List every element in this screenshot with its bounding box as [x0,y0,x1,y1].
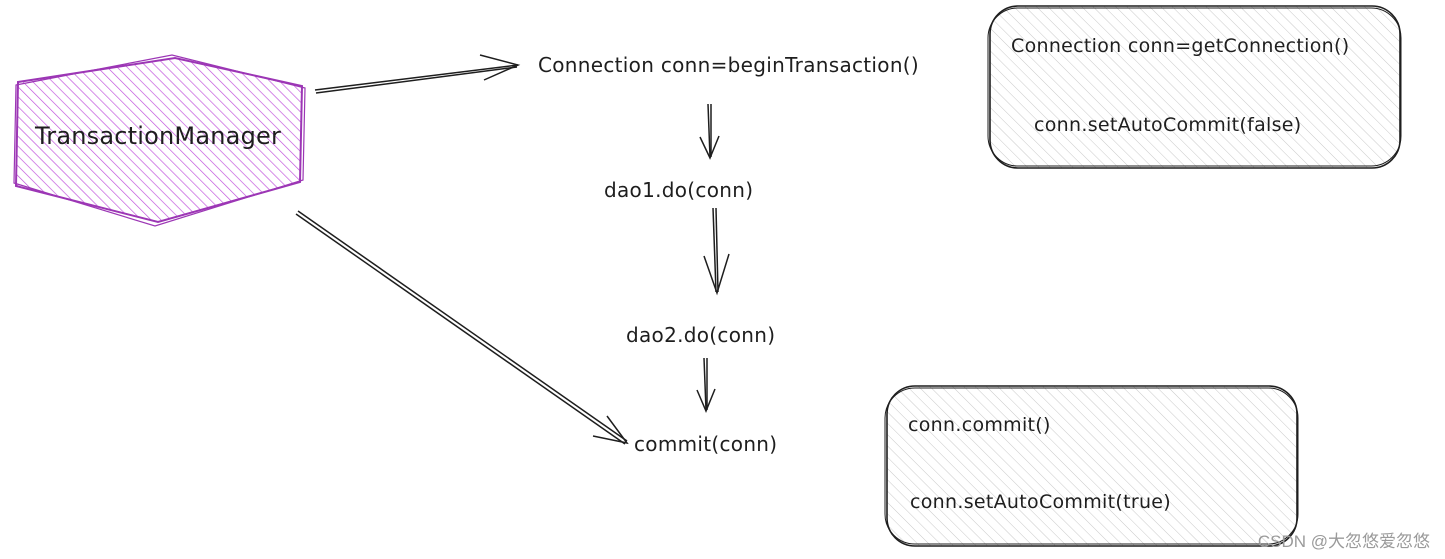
dao1-node: dao1.do(conn) [604,178,753,202]
begin-transaction-node: Connection conn=beginTransaction() [538,53,919,77]
begin-details-box-shape [989,5,1401,169]
commit-node: commit(conn) [634,432,777,456]
transaction-manager-node: TransactionManager [13,54,306,227]
arrow-manager-to-commit [295,210,629,445]
conn-commit-text: conn.commit() [908,414,1051,436]
arrow-begin-to-dao1 [699,103,720,160]
arrow-dao1-to-dao2 [703,207,730,296]
get-connection-text: Connection conn=getConnection() [1011,35,1349,57]
dao2-node: dao2.do(conn) [626,323,775,347]
commit-details-box-outline [884,387,1299,545]
transaction-manager-label: TransactionManager [34,122,281,150]
arrow-dao2-to-commit [696,357,716,413]
begin-transaction-details-box: Connection conn=getConnection() conn.set… [987,5,1402,169]
arrow-manager-to-begin [314,54,521,94]
commit-details-box: conn.commit() conn.setAutoCommit(true) [884,385,1299,547]
transaction-manager-shape [14,56,304,224]
begin-details-box-outline [987,7,1402,167]
set-autocommit-true-text: conn.setAutoCommit(true) [910,491,1171,513]
commit-details-box-shape [886,385,1298,547]
set-autocommit-false-text: conn.setAutoCommit(false) [1034,114,1302,136]
csdn-watermark: CSDN @大忽悠爱忽悠 [1258,532,1430,551]
transaction-manager-shape-outline [13,54,306,227]
